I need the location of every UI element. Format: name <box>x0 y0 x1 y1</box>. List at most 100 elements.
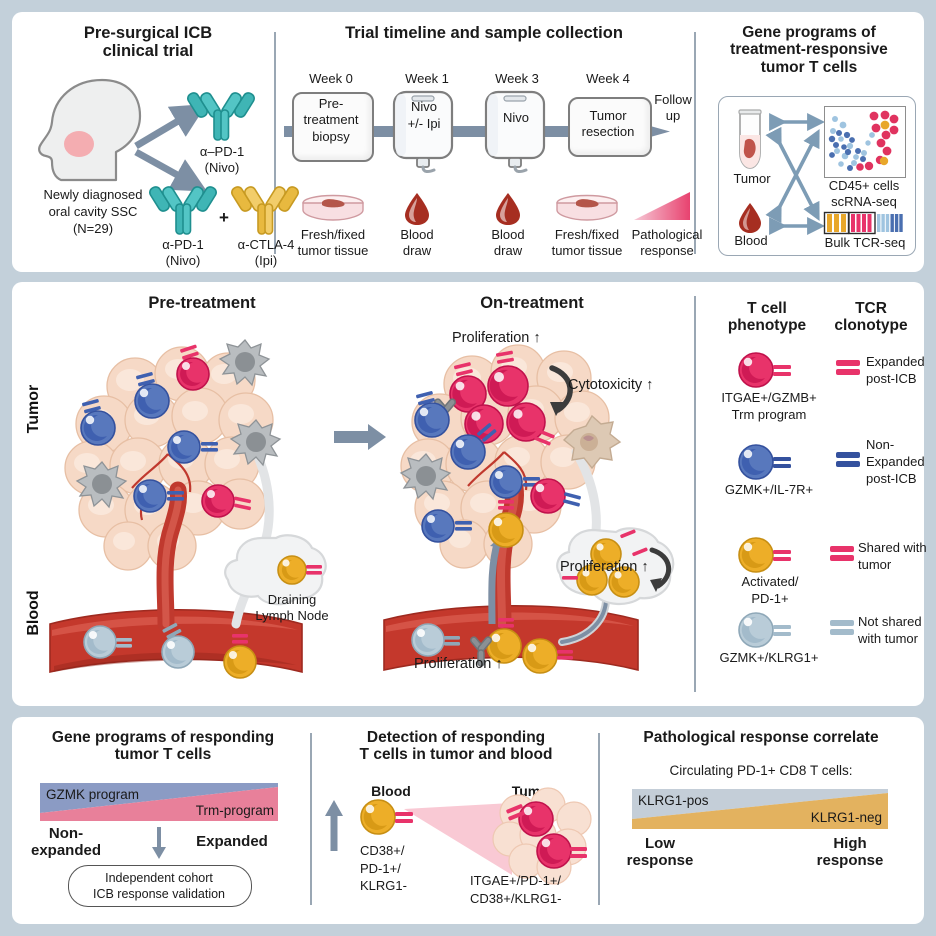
pretreatment-title: Pre-treatment <box>148 294 256 312</box>
patient-caption-line3: (N=29) <box>72 220 114 236</box>
legend-clone-bar-pink-shared <box>830 546 854 561</box>
klrg1-response-wedge <box>632 789 888 829</box>
klrg1-pos-label: KLRG1-pos <box>638 793 709 808</box>
legend-clonotype-2: Shared with tumor <box>858 540 927 572</box>
blood-source-icon <box>739 203 761 233</box>
timeline-followup-label: Follow up <box>654 92 692 123</box>
tumor-tcell-blue-2 <box>80 399 116 446</box>
sample-assay-arrows <box>765 113 826 235</box>
legend-phenotype-1: GZMK+/IL-7R+ <box>724 482 814 497</box>
sample-label-0: Fresh/fixed tumor tissue <box>297 227 369 259</box>
pretreatment-illustration <box>49 339 327 679</box>
response-title: Pathological response correlate <box>643 729 879 746</box>
detection-blood-markers: CD38+/ PD-1+/ KLRG1- <box>360 843 407 894</box>
patient-caption-line1: Newly diagnosed <box>43 187 143 202</box>
macrophage-icons <box>75 339 282 509</box>
timeline-node-2-label: Nivo <box>502 110 529 125</box>
geneprograms-title: Gene programs of treatment-responsive tu… <box>730 24 888 76</box>
tumor-source-label: Tumor <box>733 171 771 186</box>
response-wedge-icon <box>634 192 690 220</box>
low-response-label: Low response <box>626 835 694 870</box>
trm-program-label: Trm-program <box>195 803 274 818</box>
annotation-proliferation-blood: Proliferation ↑ <box>414 656 503 672</box>
ln-gold-cell-cluster <box>562 529 648 598</box>
sample-label-3: Fresh/fixed tumor tissue <box>551 227 623 259</box>
ont-tcell-blue-2 <box>450 423 497 470</box>
transition-arrow <box>334 424 386 450</box>
divider-geneprograms-detection <box>310 733 312 905</box>
timeline-node-pretreatment-biopsy <box>292 92 374 162</box>
blood-tumor-connector <box>404 803 512 875</box>
ont-tcell-blue-3 <box>489 465 540 499</box>
high-response-label: High response <box>816 835 884 870</box>
legend-phenotype-0: ITGAE+/GZMB+ Trm program <box>721 390 817 422</box>
timeline-week-3: Week 3 <box>495 71 539 86</box>
ln-gold-cell <box>277 555 322 585</box>
antibody-pd1-combo-icon <box>149 186 217 235</box>
trial-arm-arrows <box>134 104 208 192</box>
scrnaseq-scatter-points <box>828 110 899 171</box>
petri-dish-icon-2 <box>556 194 618 221</box>
trial-arm1-line2: (Nivo) <box>204 160 240 176</box>
validation-down-arrow <box>152 827 166 859</box>
annotation-proliferation-tumor: Proliferation ↑ <box>452 330 541 346</box>
antibody-pd1-icon <box>187 92 255 141</box>
bulk-tcrseq-label: Bulk TCR-seq <box>824 235 906 250</box>
tumor-tcell-pink-1 <box>176 344 210 391</box>
validation-label: Independent cohort ICB response validati… <box>92 871 226 902</box>
timeline-week-1: Week 1 <box>405 71 449 86</box>
trial-title-line1: Pre-surgical ICB <box>83 24 213 42</box>
trial-arm2a-line2: (Nivo) <box>165 253 201 269</box>
tumor-tube-icon <box>738 109 762 169</box>
legend-clone-bar-pink <box>836 360 860 375</box>
annotation-cytotoxicity: Cytotoxicity ↑ <box>568 377 654 393</box>
trial-arm2a-label: α-PD-1 (Nivo) <box>144 237 222 270</box>
gzmk-program-label: GZMK program <box>46 787 140 802</box>
scrnaseq-label: CD45+ cells scRNA-seq <box>828 178 900 209</box>
divider-trial-timeline <box>274 32 276 254</box>
trial-arm2b-label: α-CTLA-4 (Ipi) <box>224 237 308 270</box>
trial-arm2b-line1: α-CTLA-4 <box>237 237 295 252</box>
trial-arm2b-line2: (Ipi) <box>254 253 278 269</box>
patient-head-icon <box>38 78 142 182</box>
iv-bag-icon-week3 <box>484 90 546 174</box>
divider-ontreatment-legend <box>694 296 696 692</box>
panel-findings-summary: Gene programs of responding tumor T cell… <box>12 717 924 924</box>
combo-plus-sign: + <box>219 208 229 227</box>
timeline-week-0: Week 0 <box>309 71 353 86</box>
tumor-tcell-pink-2 <box>201 484 251 518</box>
legend-cell-pink <box>738 352 791 388</box>
legend-clone-bar-lightblue <box>830 620 854 635</box>
blood-tcell-lightblue-2 <box>161 622 195 669</box>
iv-bag-icon-week1 <box>392 90 454 174</box>
ont-tcell-gold-tumor <box>488 500 524 548</box>
ont-blood-gold-pair <box>470 618 573 674</box>
detection-blood-cell <box>360 799 413 835</box>
timeline-node-tumor-resection <box>568 97 652 157</box>
blood-tcell-gold-1 <box>223 634 257 679</box>
tumor-tcell-blue-4 <box>133 479 184 513</box>
legend-clonotype-1: Non- Expanded post-ICB <box>866 437 925 486</box>
legend-col2-title: TCR clonotype <box>834 300 908 335</box>
tumor-tcell-blue-1 <box>134 372 170 419</box>
draining-lymph-node-label: Draining Lymph Node <box>255 592 329 624</box>
divider-detection-response <box>598 733 600 905</box>
sample-label-2: Blood draw <box>491 227 525 259</box>
patient-caption: Newly diagnosed oral cavity SSC (N=29) <box>18 187 168 238</box>
trial-title-line2: clinical trial <box>102 42 194 61</box>
timeline-node-3-label: Tumor resection <box>581 108 635 140</box>
bulk-tcrseq-bars <box>823 211 903 235</box>
klrg1-neg-label: KLRG1-neg <box>810 810 882 825</box>
expanded-label: Expanded <box>196 833 268 850</box>
trial-arm1-line1: α–PD-1 <box>199 144 245 159</box>
blood-tcell-lightblue-1 <box>83 625 132 659</box>
gzmk-trm-wedge <box>40 783 278 821</box>
tumor-tcell-blue-3 <box>167 430 218 464</box>
ont-tcell-pink-mid <box>530 478 581 514</box>
legend-clonotype-3: Not shared with tumor <box>858 614 922 646</box>
timeline-node-0-label: Pre- treatment biopsy <box>303 96 359 144</box>
legend-cell-gold <box>738 537 791 573</box>
legend-col1-title: T cell phenotype <box>727 300 807 335</box>
ontreatment-title: On-treatment <box>480 294 584 312</box>
